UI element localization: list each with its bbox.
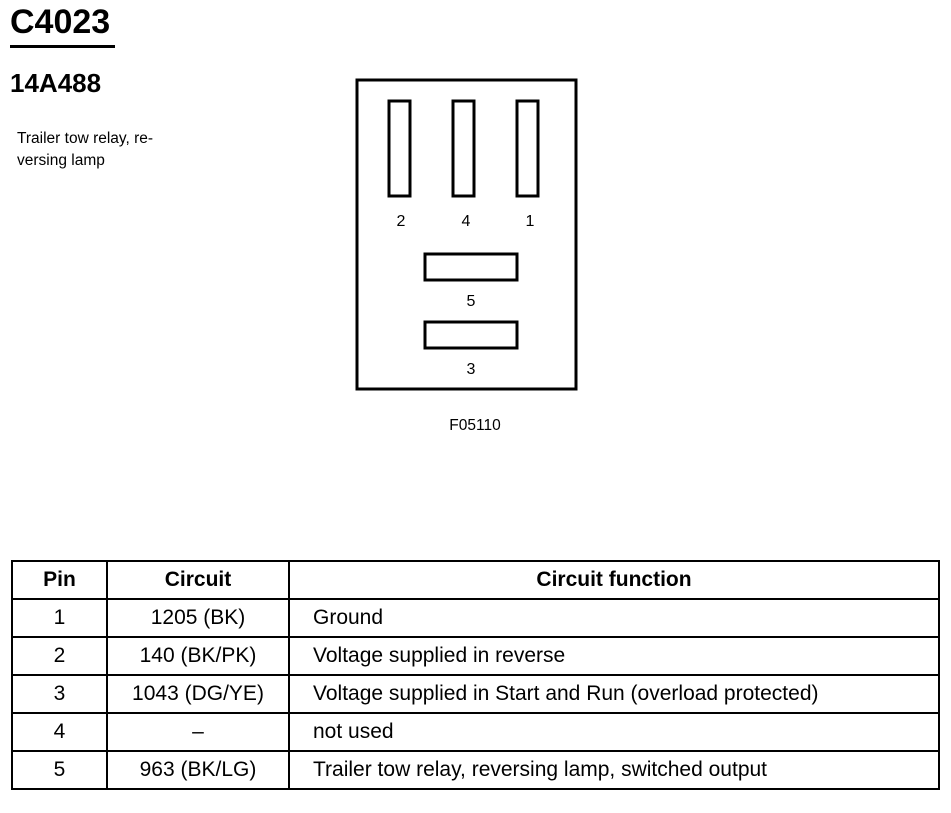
cell-pin: 2 [11,636,108,676]
cell-circuit: – [106,712,290,752]
cell-circuit: 1043 (DG/YE) [106,674,290,714]
part-number: 14A488 [10,68,102,98]
cell-function: Ground [288,598,940,638]
connector-id: C4023 [10,3,111,41]
pin-3-terminal [423,320,519,350]
table-row: 4 – not used [11,712,940,752]
pin-table-header-row: Pin Circuit Circuit function [11,560,940,600]
connector-description: Trailer tow relay, re- versing lamp [17,128,187,172]
pin-5-terminal [423,252,519,282]
pin-2-label: 2 [397,213,406,230]
table-row: 2 140 (BK/PK) Voltage supplied in revers… [11,636,940,676]
pin-3-label: 3 [467,361,476,378]
header-circuit-function: Circuit function [288,560,940,600]
cell-pin: 3 [11,674,108,714]
cell-pin: 4 [11,712,108,752]
description-line-1: Trailer tow relay, re- [17,130,154,147]
connector-id-underline [10,45,115,48]
cell-circuit: 140 (BK/PK) [106,636,290,676]
table-row: 3 1043 (DG/YE) Voltage supplied in Start… [11,674,940,714]
cell-function: Voltage supplied in reverse [288,636,940,676]
figure-reference: F05110 [449,417,501,434]
table-row: 1 1205 (BK) Ground [11,598,940,638]
cell-circuit: 963 (BK/LG) [106,750,290,790]
pin-table: Pin Circuit Circuit function 1 1205 (BK)… [11,560,940,790]
pin-1-terminal [515,99,540,198]
cell-function: Voltage supplied in Start and Run (overl… [288,674,940,714]
header-circuit: Circuit [106,560,290,600]
header-pin: Pin [11,560,108,600]
pin-4-label: 4 [462,213,471,230]
pin-4-terminal [451,99,476,198]
cell-function: not used [288,712,940,752]
pin-2-terminal [387,99,412,198]
pin-5-label: 5 [467,293,476,310]
cell-pin: 5 [11,750,108,790]
cell-function: Trailer tow relay, reversing lamp, switc… [288,750,940,790]
cell-circuit: 1205 (BK) [106,598,290,638]
cell-pin: 1 [11,598,108,638]
pin-1-label: 1 [526,213,535,230]
table-row: 5 963 (BK/LG) Trailer tow relay, reversi… [11,750,940,790]
description-line-2: versing lamp [17,152,105,169]
